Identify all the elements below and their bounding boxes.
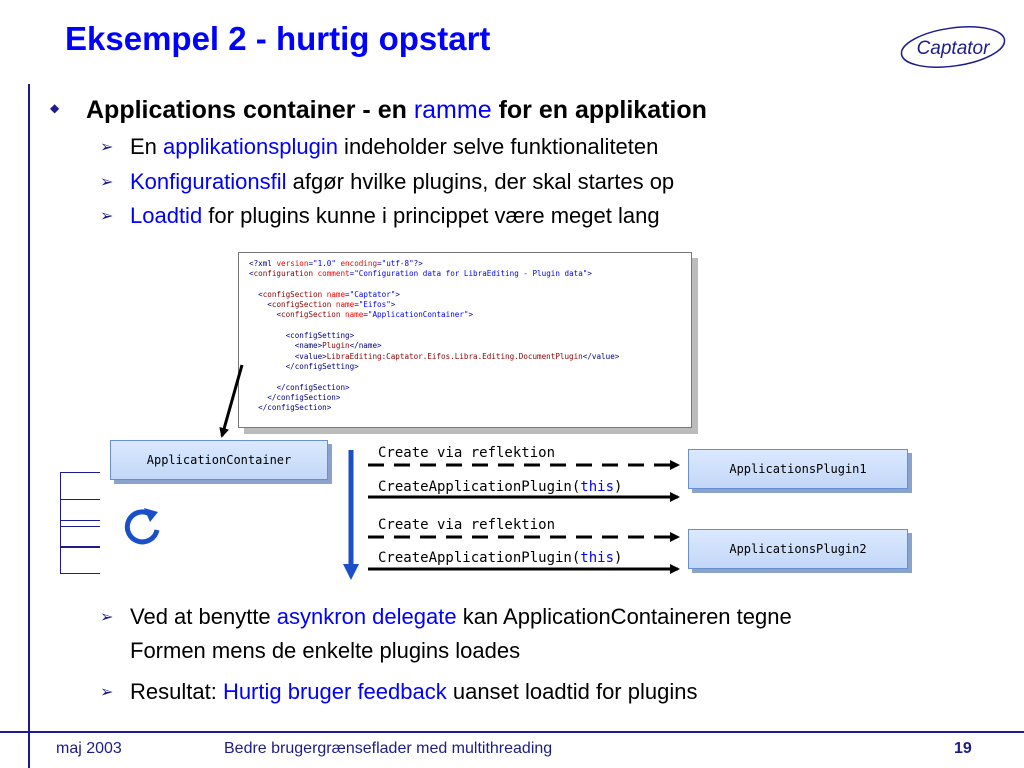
left-rule	[28, 84, 30, 768]
chevron-bullet-icon: ➢	[100, 684, 114, 701]
xml-code: <?xml version="1.0" encoding="utf-8"?> <…	[239, 253, 691, 413]
xml-section-2: <configSection name="Eifos">	[267, 300, 396, 310]
call-label-1: CreateApplicationPlugin(this)	[378, 479, 623, 495]
call-label-2: CreateApplicationPlugin(this)	[378, 550, 623, 566]
message-queue-slot	[60, 499, 100, 527]
create-label-2: Create via reflektion	[378, 517, 556, 533]
xml-value-line: <value>LibraEditing:Captator.Eifos.Libra…	[294, 351, 620, 361]
sub-bullet-4: ➢Ved at benytte asynkron delegate kan Ap…	[100, 604, 792, 629]
slide-title: Eksempel 2 - hurtig opstart	[65, 20, 491, 57]
xml-name-line: <name>Plugin</name>	[294, 341, 382, 351]
xml-decl: <?xml version="1.0" encoding="utf-8"?>	[249, 259, 423, 268]
xml-config-open: <configuration comment="Configuration da…	[249, 269, 592, 279]
main-bullet: Applications container - en ramme for en…	[86, 96, 707, 124]
xml-section-1: <configSection name="Captator">	[258, 289, 400, 299]
chevron-bullet-icon: ➢	[100, 139, 114, 156]
sub-bullet-2: ➢Konfigurationsfil afgør hvilke plugins,…	[100, 169, 675, 194]
application-container-box: ApplicationContainer	[110, 440, 328, 480]
footer-rule	[0, 731, 1024, 733]
chevron-bullet-icon: ➢	[100, 174, 114, 191]
sub-bullet-1: ➢En applikationsplugin indeholder selve …	[100, 134, 659, 159]
footer-title: Bedre brugergrænseflader med multithread…	[224, 740, 553, 757]
footer-date: maj 2003	[56, 740, 122, 757]
page-number: 19	[954, 740, 972, 757]
xml-section-close-3: </configSection>	[276, 382, 350, 392]
applications-plugin2-box: ApplicationsPlugin2	[688, 529, 908, 569]
chevron-bullet-icon: ➢	[100, 609, 114, 626]
sub-bullet-3: ➢Loadtid for plugins kunne i princippet …	[100, 203, 660, 228]
create-label-1: Create via reflektion	[378, 445, 556, 461]
captator-logo: Captator	[900, 26, 1006, 68]
diamond-bullet-icon: ◆	[50, 101, 60, 115]
message-queue-slot	[60, 472, 100, 500]
xml-setting-close: </configSetting>	[285, 361, 359, 371]
xml-config-box: <?xml version="1.0" encoding="utf-8"?> <…	[238, 252, 692, 428]
xml-section-close-1: </configSection>	[258, 403, 332, 413]
logo-text: Captator	[917, 38, 991, 59]
refresh-icon	[124, 508, 160, 545]
sub-bullet-5: ➢Resultat: Hurtig bruger feedback uanset…	[100, 679, 698, 704]
sub-bullet-4-line2: Formen mens de enkelte plugins loades	[130, 638, 521, 663]
chevron-bullet-icon: ➢	[100, 208, 114, 225]
xml-setting-open: <configSetting>	[285, 331, 355, 341]
applications-plugin1-box: ApplicationsPlugin1	[688, 449, 908, 489]
xml-section-3: <configSection name="ApplicationContaine…	[276, 310, 474, 320]
xml-section-close-2: </configSection>	[267, 392, 341, 402]
message-queue-slot	[60, 520, 100, 548]
message-queue-slot	[60, 546, 100, 574]
